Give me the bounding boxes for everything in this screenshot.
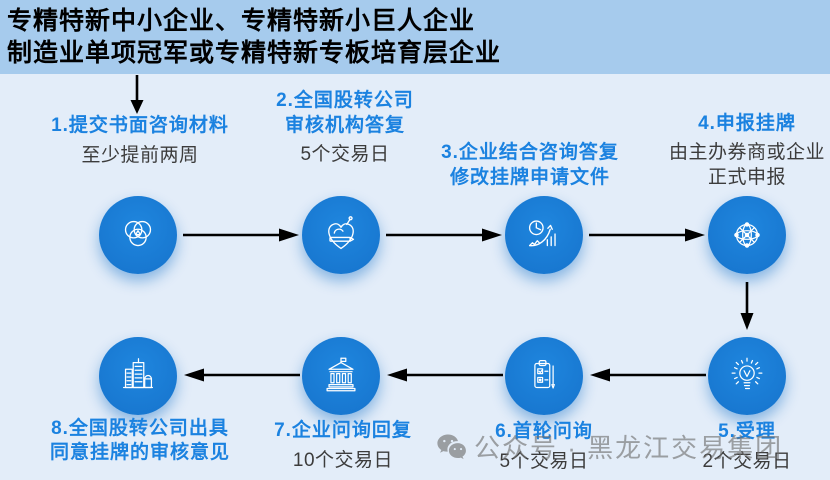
step4-title: 4.申报挂牌 [698,113,796,134]
step7-node [302,337,380,415]
arrow-step3-to-step4 [589,228,705,242]
step4-subtitle: 由主办券商或企业 正式申报 [668,142,825,188]
step3-title: 3.企业结合咨询答复 修改挂牌申请文件 [441,142,619,188]
city-buildings-icon [123,358,153,389]
step1-title: 1.提交书面咨询材料 [51,115,229,136]
growth-chart-icon [528,220,556,247]
step3-node [505,196,583,274]
step2-node [302,196,380,274]
step7-subtitle: 10个交易日 [292,450,394,471]
title-line-1: 专精特新中小企业、专精特新小巨人企业 [7,7,476,35]
arrow-step6-to-step7 [387,368,503,382]
arrow-step2-to-step3 [386,228,502,242]
step1-subtitle: 至少提前两周 [81,145,199,166]
arrow-step1-to-step2 [183,228,299,242]
heart-pencil-icon [328,216,355,250]
step2-title: 2.全国股转公司 审核机构答复 [276,90,414,136]
arrow-step5-to-step6 [590,368,706,382]
step8-title: 8.全国股转公司出具 同意挂牌的审核意见 [49,418,230,463]
arrow-title-to-step1 [130,75,144,114]
step7-title: 7.企业问询回复 [274,420,412,441]
step6-title: 6.首轮问询 [495,421,593,442]
title-banner: 专精特新中小企业、专精特新小巨人企业 制造业单项冠军或专精特新专板培育层企业 [0,0,830,74]
venn-diagram-icon [124,220,152,247]
arrow-step4-to-step5 [740,282,754,330]
step4-node [708,196,786,274]
step8-node [99,337,177,415]
step2-subtitle: 5个交易日 [300,144,390,165]
step1-node [99,196,177,274]
arrow-step7-to-step8 [184,368,300,382]
title-line-2: 制造业单项冠军或专精特新专板培育层企业 [7,39,502,67]
globe-network-icon [734,222,760,248]
clipboard-checklist-icon [534,360,555,389]
step6-subtitle: 5个交易日 [499,451,589,472]
step5-subtitle: 2个交易日 [702,451,792,472]
step5-title: 5.受理 [718,421,776,442]
bank-building-icon [326,357,356,392]
step6-node [505,337,583,415]
step5-node [708,337,786,415]
lightbulb-gear-icon [731,357,763,390]
